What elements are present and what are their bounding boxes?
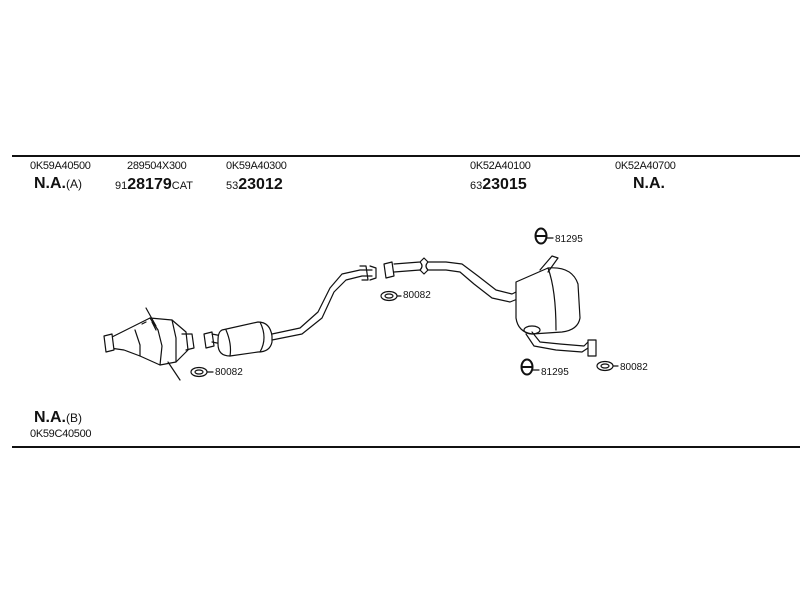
- callout-hanger-top: 81295: [555, 234, 583, 245]
- top-rule: [12, 155, 800, 157]
- pn-prefix: 91: [115, 180, 128, 192]
- callout-gasket-mid: 80082: [403, 290, 431, 301]
- pn-prefix: 63: [470, 180, 483, 192]
- part-number-28179: 9128179CAT: [115, 176, 193, 194]
- part-number-23012: 5323012: [226, 176, 283, 194]
- part-code-0K52A40100: 0K52A40100: [470, 160, 531, 172]
- intermediate-pipe: [271, 265, 377, 341]
- gasket-icon: [380, 290, 398, 302]
- pn-main: 23015: [482, 176, 527, 193]
- gasket-icon: [190, 366, 208, 378]
- part-code-0K59C40500: 0K59C40500: [30, 428, 92, 440]
- callout-gasket-right: 80082: [620, 362, 648, 373]
- pn-main: 23012: [238, 176, 283, 193]
- na-suffix: (B): [66, 411, 82, 425]
- bottom-rule: [12, 446, 800, 448]
- part-code-289504X300: 289504X300: [127, 160, 187, 172]
- pn-main: 28179: [127, 176, 172, 193]
- part-code-0K59A40300: 0K59A40300: [226, 160, 287, 172]
- pn-suffix: CAT: [171, 180, 193, 192]
- callout-gasket-left: 80082: [215, 367, 243, 378]
- na-label-a: N.A.(A): [34, 175, 82, 193]
- front-muffler: [203, 321, 273, 357]
- na-text: N.A.: [633, 175, 665, 192]
- pn-prefix: 53: [226, 180, 239, 192]
- catalytic-converter: [103, 307, 195, 381]
- part-number-23015: 6323015: [470, 176, 527, 194]
- na-label-b: N.A.(B): [34, 409, 82, 427]
- rear-pipe: [383, 257, 521, 303]
- na-suffix: (A): [66, 177, 82, 191]
- gasket-icon: [596, 360, 614, 372]
- na-label-plain: N.A.: [633, 175, 665, 193]
- part-code-0K52A40700: 0K52A40700: [615, 160, 676, 172]
- callout-hanger-bottom: 81295: [541, 367, 569, 378]
- tailpipe: [525, 331, 597, 357]
- part-code-0K59A40500: 0K59A40500: [30, 160, 91, 172]
- na-text: N.A.: [34, 409, 66, 426]
- rear-muffler: [515, 255, 581, 335]
- rubber-hanger-icon: [520, 358, 534, 376]
- na-text: N.A.: [34, 175, 66, 192]
- rubber-hanger-icon: [534, 227, 548, 245]
